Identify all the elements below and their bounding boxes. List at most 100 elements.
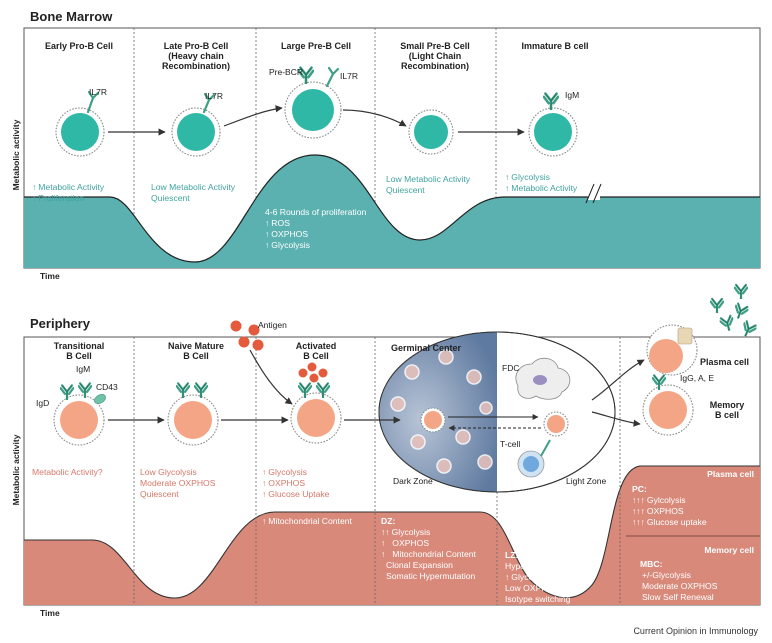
pe-cell-activated: [290, 362, 342, 444]
bm-stage-immature: Immature B cell: [521, 41, 588, 51]
note-pc-3: ↑↑↑Glucose uptake: [632, 517, 707, 527]
antigen-cluster: [230, 320, 264, 351]
germinal-center: FDC T-cell Dark Zone Light Zone: [378, 331, 616, 493]
pe-stage-memory: Memory: [710, 400, 745, 410]
il7r-label-2: IL7R: [205, 91, 223, 101]
il7r-label-1: IL7R: [89, 87, 107, 97]
bm-x-axis-label: Time: [40, 271, 60, 281]
bm-notes: ↑Metabolic Activity ↑Proliferation Low M…: [32, 172, 578, 250]
note-large-4: ↑Glycolysis: [265, 240, 310, 250]
cd43-label: CD43: [96, 382, 118, 392]
antigen-label: Antigen: [258, 320, 287, 330]
note-naive-3: Quiescent: [140, 489, 179, 499]
fdc-label: FDC: [502, 363, 519, 373]
note-pc-title: PC:: [632, 484, 647, 494]
note-mbc-1: +/-Glycolysis: [642, 570, 691, 580]
free-antibodies: [710, 283, 758, 340]
bm-stage-late-2: (Heavy chain: [168, 51, 224, 61]
bm-stage-small-2: (Light Chain: [409, 51, 462, 61]
note-large-3: ↑OXPHOS: [265, 229, 308, 239]
pe-arrows: [108, 349, 645, 427]
bm-cell-late: IL7R: [171, 91, 223, 157]
note-lz-4: Isotype switching: [505, 594, 571, 604]
note-early-1: ↑Metabolic Activity: [32, 182, 105, 192]
note-dz-title: DZ:: [381, 516, 395, 526]
note-small-2: Quiescent: [386, 185, 425, 195]
note-dz-4: Clonal Expansion: [386, 560, 453, 570]
note-early-2: ↑Proliferation: [32, 193, 84, 203]
bm-cell-immature: IgM: [528, 90, 579, 157]
note-large-2: ↑ROS: [265, 218, 290, 228]
periphery-panel: Periphery: [11, 283, 761, 618]
bm-stage-late-3: Recombination): [162, 61, 230, 71]
igg-label: IgG, A, E: [680, 373, 714, 383]
note-naive-2: Moderate OXPHOS: [140, 478, 216, 488]
note-dz-5: Somatic Hypermutation: [386, 571, 476, 581]
periphery-title: Periphery: [30, 316, 91, 331]
note-dz-2: ↑OXPHOS: [381, 538, 429, 548]
note-lz-2: ↑Glycolysis: [505, 572, 550, 582]
tcell-label: T-cell: [500, 439, 520, 449]
note-lz-1: Hypoxic: [505, 561, 536, 571]
bm-stage-small: Small Pre-B Cell: [400, 41, 470, 51]
pe-x-axis-label: Time: [40, 608, 60, 618]
memory-cell-header: Memory cell: [704, 545, 754, 555]
plasma-cell-header: Plasma cell: [707, 469, 754, 479]
note-immature-1: ↑Glycolysis: [505, 172, 550, 182]
pe-stage-plasma: Plasma cell: [700, 357, 749, 367]
bm-stage-early: Early Pro-B Cell: [45, 41, 113, 51]
igm-label-bm: IgM: [565, 90, 579, 100]
pe-cell-transitional: IgD IgM CD43: [36, 364, 118, 446]
igm-label-pe: IgM: [76, 364, 90, 374]
pe-notes: Metabolic Activity? Low Glycolysis Moder…: [32, 467, 754, 604]
bone-marrow-title: Bone Marrow: [30, 9, 113, 24]
note-large-1: 4-6 Rounds of proliferation: [265, 207, 366, 217]
bm-cell-early: IL7R: [55, 87, 107, 157]
bm-cell-large: Pre-BCR IL7R: [269, 66, 358, 139]
pe-cell-memory: [642, 374, 694, 436]
pe-stage-naive-2: B Cell: [183, 351, 209, 361]
pe-stage-activated: Activated: [296, 341, 337, 351]
pe-cell-naive: [167, 382, 219, 446]
note-activated-2: ↑OXPHOS: [262, 478, 305, 488]
note-pc-2: ↑↑↑OXPHOS: [632, 506, 684, 516]
note-activated-1: ↑Glycolysis: [262, 467, 307, 477]
bm-cell-small: [408, 109, 454, 155]
dark-zone-label: Dark Zone: [393, 476, 433, 486]
light-zone-label: Light Zone: [566, 476, 606, 486]
fdc-cell: [515, 357, 571, 400]
note-late-2: Quiescent: [151, 193, 190, 203]
prebcr-label: Pre-BCR: [269, 67, 303, 77]
t-cell: [517, 439, 551, 478]
periphery-metabolic-curve: [24, 466, 760, 605]
note-mbc-3: Slow Self Renewal: [642, 592, 714, 602]
note-small-1: Low Metabolic Activity: [386, 174, 471, 184]
note-lz-title: LZ:: [505, 550, 518, 560]
pe-stage-gc: Germinal Center: [391, 343, 462, 353]
bm-stage-large: Large Pre-B Cell: [281, 41, 351, 51]
note-late-1: Low Metabolic Activity: [151, 182, 236, 192]
note-lz-3: Low OXPHOS: [505, 583, 560, 593]
pe-y-axis-label: Metabolic activity: [11, 434, 21, 505]
bm-stage-small-3: Recombination): [401, 61, 469, 71]
pe-stage-naive: Naive Mature: [168, 341, 224, 351]
note-mbc-2: Moderate OXPHOS: [642, 581, 718, 591]
bm-y-axis-label: Metabolic activity: [11, 119, 21, 190]
note-activated-3: ↑Glucose Uptake: [262, 489, 330, 499]
note-mito: ↑Mitochondrial Content: [262, 516, 353, 526]
bone-marrow-panel: Bone Marrow Early Pro-B Cell Late Pro-B …: [11, 9, 761, 281]
note-pc-1: ↑↑↑Gylcolysis: [632, 495, 686, 505]
pe-stage-transitional: Transitional: [54, 341, 105, 351]
pe-cell-plasma: [646, 324, 698, 376]
note-transitional: Metabolic Activity?: [32, 467, 103, 477]
pe-stage-transitional-2: B Cell: [66, 351, 92, 361]
note-dz-1: ↑↑Glycolysis: [381, 527, 430, 537]
igd-label: IgD: [36, 398, 49, 408]
journal-credit: Current Opinion in Immunology: [633, 626, 758, 636]
note-dz-3: ↑Mitochondrial Content: [381, 549, 477, 559]
pe-stage-activated-2: B Cell: [303, 351, 329, 361]
axis-break-mark: [585, 183, 602, 204]
note-mbc-title: MBC:: [640, 559, 663, 569]
bm-arrows: [108, 105, 525, 136]
note-immature-2: ↑Metabolic Activity: [505, 183, 578, 193]
